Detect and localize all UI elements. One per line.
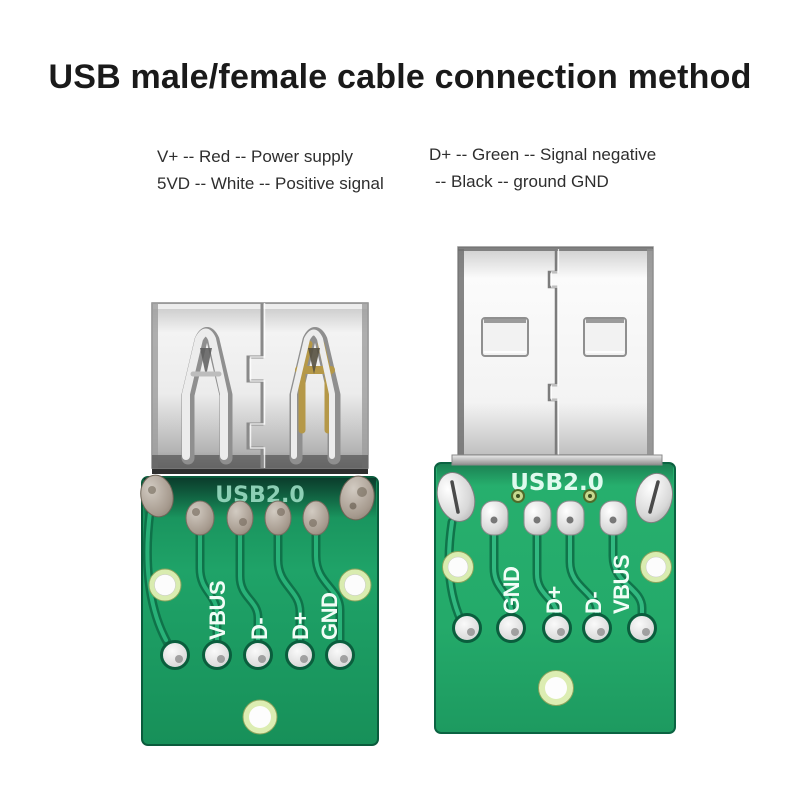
pin-label-vbus: VBUS (609, 555, 634, 614)
male-mounting-hole-left (442, 551, 474, 583)
pin-label-gnd: GND (499, 567, 524, 614)
female-pin-labels: VBUS D- D+ GND (205, 581, 342, 640)
female-breakout-assembly: USB2.0 (140, 302, 379, 746)
male-bottom-pads (452, 613, 657, 643)
female-shell-solder-tabs (140, 474, 375, 521)
pin-label-vbus: VBUS (205, 581, 230, 640)
female-bottom-hole (242, 699, 278, 735)
legend-left-column: V+ -- Red -- Power supply 5VD -- White -… (157, 143, 384, 197)
male-bottom-hole (538, 670, 574, 706)
pin-label-gnd: GND (317, 593, 342, 640)
female-bottom-pads (160, 640, 355, 670)
male-connector-shell (451, 246, 663, 466)
male-pcb-vias (511, 489, 597, 503)
shell-seam (246, 303, 266, 468)
female-mounting-hole-left (148, 568, 182, 602)
shell-base-flange (451, 454, 663, 466)
male-solder-joints (480, 500, 628, 536)
female-silkscreen-type: USB2.0 (215, 483, 304, 508)
page-title: USB male/female cable connection method (48, 58, 752, 96)
legend-line-vplus: V+ -- Red -- Power supply (157, 147, 354, 166)
pin-label-dplus: D+ (288, 612, 313, 640)
female-pcb-traces (142, 507, 345, 659)
retention-window-right (583, 317, 627, 357)
legend-line-dplus: D+ -- Green -- Signal negative (429, 145, 657, 164)
legend-right-column: D+ -- Green -- Signal negative -- Black … (429, 141, 656, 195)
pin-label-dminus: D- (247, 618, 272, 640)
male-breakout-assembly: USB2.0 (434, 246, 676, 734)
legend-line-5vd: 5VD -- White -- Positive signal (157, 174, 384, 193)
male-mounting-hole-right (640, 551, 672, 583)
retention-window-left (481, 317, 529, 357)
connector-shadow (144, 478, 376, 518)
legend-line-black: -- Black -- ground GND (435, 172, 609, 191)
female-solder-joints (185, 500, 330, 536)
female-connector-shell (151, 302, 369, 474)
male-pin-labels: GND D+ D- VBUS (499, 555, 634, 614)
shell-seam (547, 249, 560, 455)
pin-label-dplus: D+ (542, 586, 567, 614)
pin-label-dminus: D- (581, 592, 606, 614)
male-shell-solder-tabs (436, 472, 673, 524)
female-mounting-hole-right (338, 568, 372, 602)
spring-clip-left (181, 327, 233, 465)
spring-clip-right (289, 327, 341, 465)
